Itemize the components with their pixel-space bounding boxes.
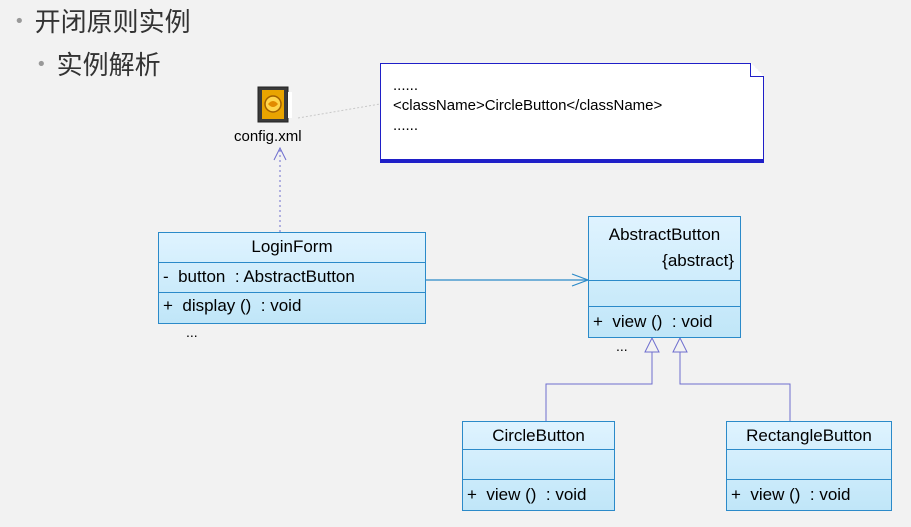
generalization-line-rectangle [679, 352, 791, 422]
loginform-ellipsis: ... [186, 324, 198, 340]
class-name-section: AbstractButton {abstract} [589, 217, 740, 281]
note-anchor-line [297, 103, 381, 119]
bullet-icon: • [36, 54, 47, 75]
generalization-arrowhead-rectangle [672, 336, 688, 353]
abstractbutton-ellipsis: ... [616, 338, 628, 354]
file-label: config.xml [234, 128, 302, 145]
slide-title: • 开闭原则实例 [14, 10, 191, 36]
slide-subtitle-text: 实例解析 [56, 51, 161, 81]
note-box: ...... <className>CircleButton</classNam… [380, 63, 764, 163]
class-operation: + view () : void [467, 485, 587, 504]
note-line: ...... [393, 117, 419, 134]
note-line: <className>CircleButton</className> [393, 97, 663, 114]
note-line: ...... [393, 77, 419, 94]
class-operations: + view () : void [589, 307, 740, 337]
generalization-line-circle [545, 352, 653, 422]
class-name: LoginForm [159, 233, 425, 263]
class-name: CircleButton [463, 422, 614, 450]
dependency-arrowhead [273, 146, 287, 161]
class-attributes [463, 450, 614, 480]
slide-title-text: 开闭原则实例 [34, 8, 191, 38]
xml-file-icon [256, 86, 296, 124]
note-fold-icon [750, 63, 764, 77]
class-rectanglebutton: RectangleButton + view () : void [726, 421, 892, 511]
class-circlebutton: CircleButton + view () : void [462, 421, 615, 511]
class-loginform: LoginForm - button : AbstractButton + di… [158, 232, 426, 324]
class-operations: + display () : void [159, 293, 425, 323]
class-operation: + view () : void [593, 312, 713, 331]
bullet-icon: • [14, 11, 25, 32]
slide-subtitle: • 实例解析 [36, 53, 161, 79]
class-operation: + display () : void [163, 296, 302, 315]
class-name: RectangleButton [727, 422, 891, 450]
class-operations: + view () : void [727, 480, 891, 510]
class-stereotype: {abstract} [662, 251, 734, 270]
class-abstractbutton: AbstractButton {abstract} + view () : vo… [588, 216, 741, 338]
class-operations: + view () : void [463, 480, 614, 510]
class-attributes: - button : AbstractButton [159, 263, 425, 293]
class-attribute: - button : AbstractButton [163, 267, 355, 286]
class-operation: + view () : void [731, 485, 851, 504]
class-attributes [589, 281, 740, 307]
generalization-arrowhead-circle [644, 336, 660, 353]
class-attributes [727, 450, 891, 480]
class-name: AbstractButton [608, 225, 721, 244]
